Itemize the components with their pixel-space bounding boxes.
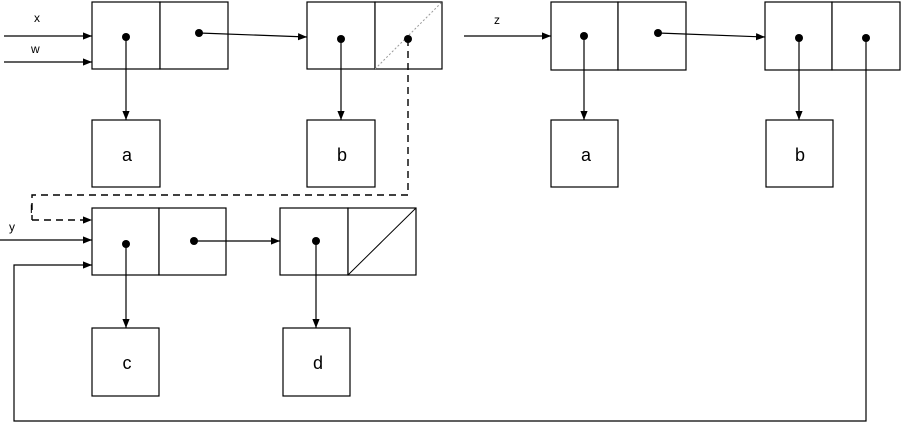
cons-cdr: [159, 1, 229, 70]
cons-cdr: [617, 1, 687, 71]
atom-box-a-right: a: [550, 119, 619, 188]
cons-cell-x2: [306, 1, 443, 70]
atom-label: a: [581, 145, 592, 165]
shared-tail-pointer: [13, 38, 867, 422]
cons-cell-z1: [550, 1, 687, 71]
var-label-z: z: [494, 13, 500, 27]
var-label-x: x: [34, 11, 40, 25]
atom-label: b: [337, 145, 347, 165]
dashed-pointer: [31, 39, 409, 220]
atom-box-d: d: [282, 327, 351, 397]
atom-label: c: [123, 353, 132, 373]
cons-cell-x1: [91, 1, 229, 70]
atom-label: b: [795, 145, 805, 165]
var-label-l: l: [30, 202, 33, 216]
var-label-w: w: [30, 42, 40, 56]
pointer-arrow: [657, 32, 766, 41]
nil-slash: [347, 207, 417, 276]
atom-label: d: [313, 353, 323, 373]
atom-box-c: c: [91, 327, 160, 397]
var-label-y: y: [9, 220, 15, 234]
atom-box-b-right: b: [765, 119, 834, 188]
cons-cell-z2: [764, 1, 901, 71]
pointer-arrow: [198, 32, 308, 41]
atom-label: a: [122, 145, 133, 165]
cons-cell-y2: [279, 207, 417, 276]
atom-box-a-left: a: [91, 119, 161, 188]
atom-box-b-left: b: [306, 119, 376, 188]
